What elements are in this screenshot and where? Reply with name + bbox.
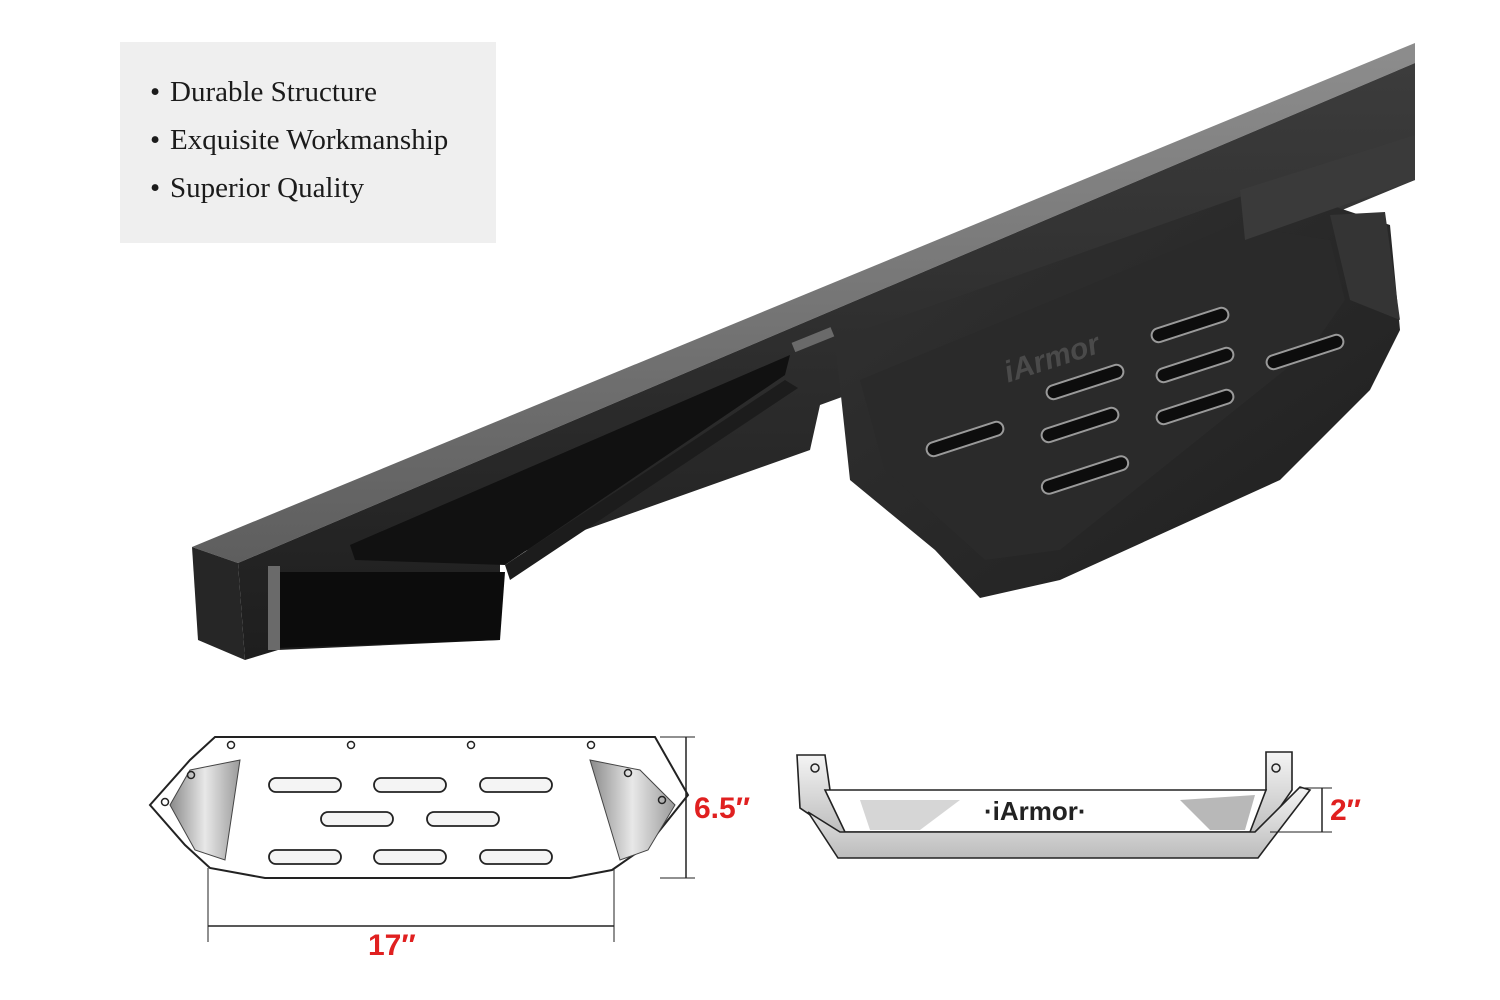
feature-item: • Durable Structure xyxy=(150,68,496,116)
running-board xyxy=(192,43,1415,660)
feature-list-panel: • Durable Structure • Exquisite Workmanshi… xyxy=(120,42,496,243)
bar-end-cap xyxy=(192,547,245,660)
side-view-diagram: ·iArmor· 2″ xyxy=(796,751,1361,859)
weld-joint xyxy=(791,327,835,353)
top-view-left-flare xyxy=(169,759,241,861)
width-dimension-label: 17″ xyxy=(368,929,416,962)
side-view-shade-right xyxy=(1180,795,1255,830)
bar-slot-inner xyxy=(350,355,790,565)
top-view-diagram: 6.5″ 17″ xyxy=(148,736,750,962)
top-view-holes xyxy=(160,740,667,807)
bar-step-opening xyxy=(278,572,505,648)
side-view-base xyxy=(807,786,1312,859)
side-view-brand-label: ·iArmor· xyxy=(984,796,1087,826)
bar-top-face xyxy=(192,43,1415,563)
step-slots xyxy=(925,306,1345,495)
step-slot xyxy=(1045,363,1125,401)
feature-text: Exquisite Workmanship xyxy=(170,124,449,156)
step-right-flare xyxy=(1330,212,1400,320)
step-slot xyxy=(1155,388,1235,426)
step-slot xyxy=(925,420,1005,458)
feature-list: • Durable Structure • Exquisite Workmanshi… xyxy=(150,68,496,212)
step-slot xyxy=(1150,306,1230,344)
feature-text: Superior Quality xyxy=(170,172,365,204)
height-dimension-label: 2″ xyxy=(1330,794,1361,827)
weld-joint xyxy=(268,566,280,650)
top-view-slots xyxy=(268,777,553,865)
feature-item: • Exquisite Workmanship xyxy=(150,116,496,164)
step-side-wall xyxy=(1240,135,1415,240)
bar-slot-wall xyxy=(505,380,798,580)
bullet: • xyxy=(150,76,161,108)
bullet: • xyxy=(150,124,161,156)
depth-dimension-label: 6.5″ xyxy=(694,792,750,825)
step-slot xyxy=(1155,346,1235,384)
feature-text: Durable Structure xyxy=(170,76,377,108)
side-view-shade-left xyxy=(860,800,960,830)
step-slot xyxy=(1040,406,1120,444)
bullet: • xyxy=(150,172,161,204)
step-pad: iArmor xyxy=(835,135,1415,598)
step-slot xyxy=(1265,333,1345,371)
top-view-right-flare xyxy=(589,759,676,861)
top-view-outline xyxy=(148,736,690,879)
feature-item: • Superior Quality xyxy=(150,164,496,212)
step-slot xyxy=(1040,455,1130,495)
